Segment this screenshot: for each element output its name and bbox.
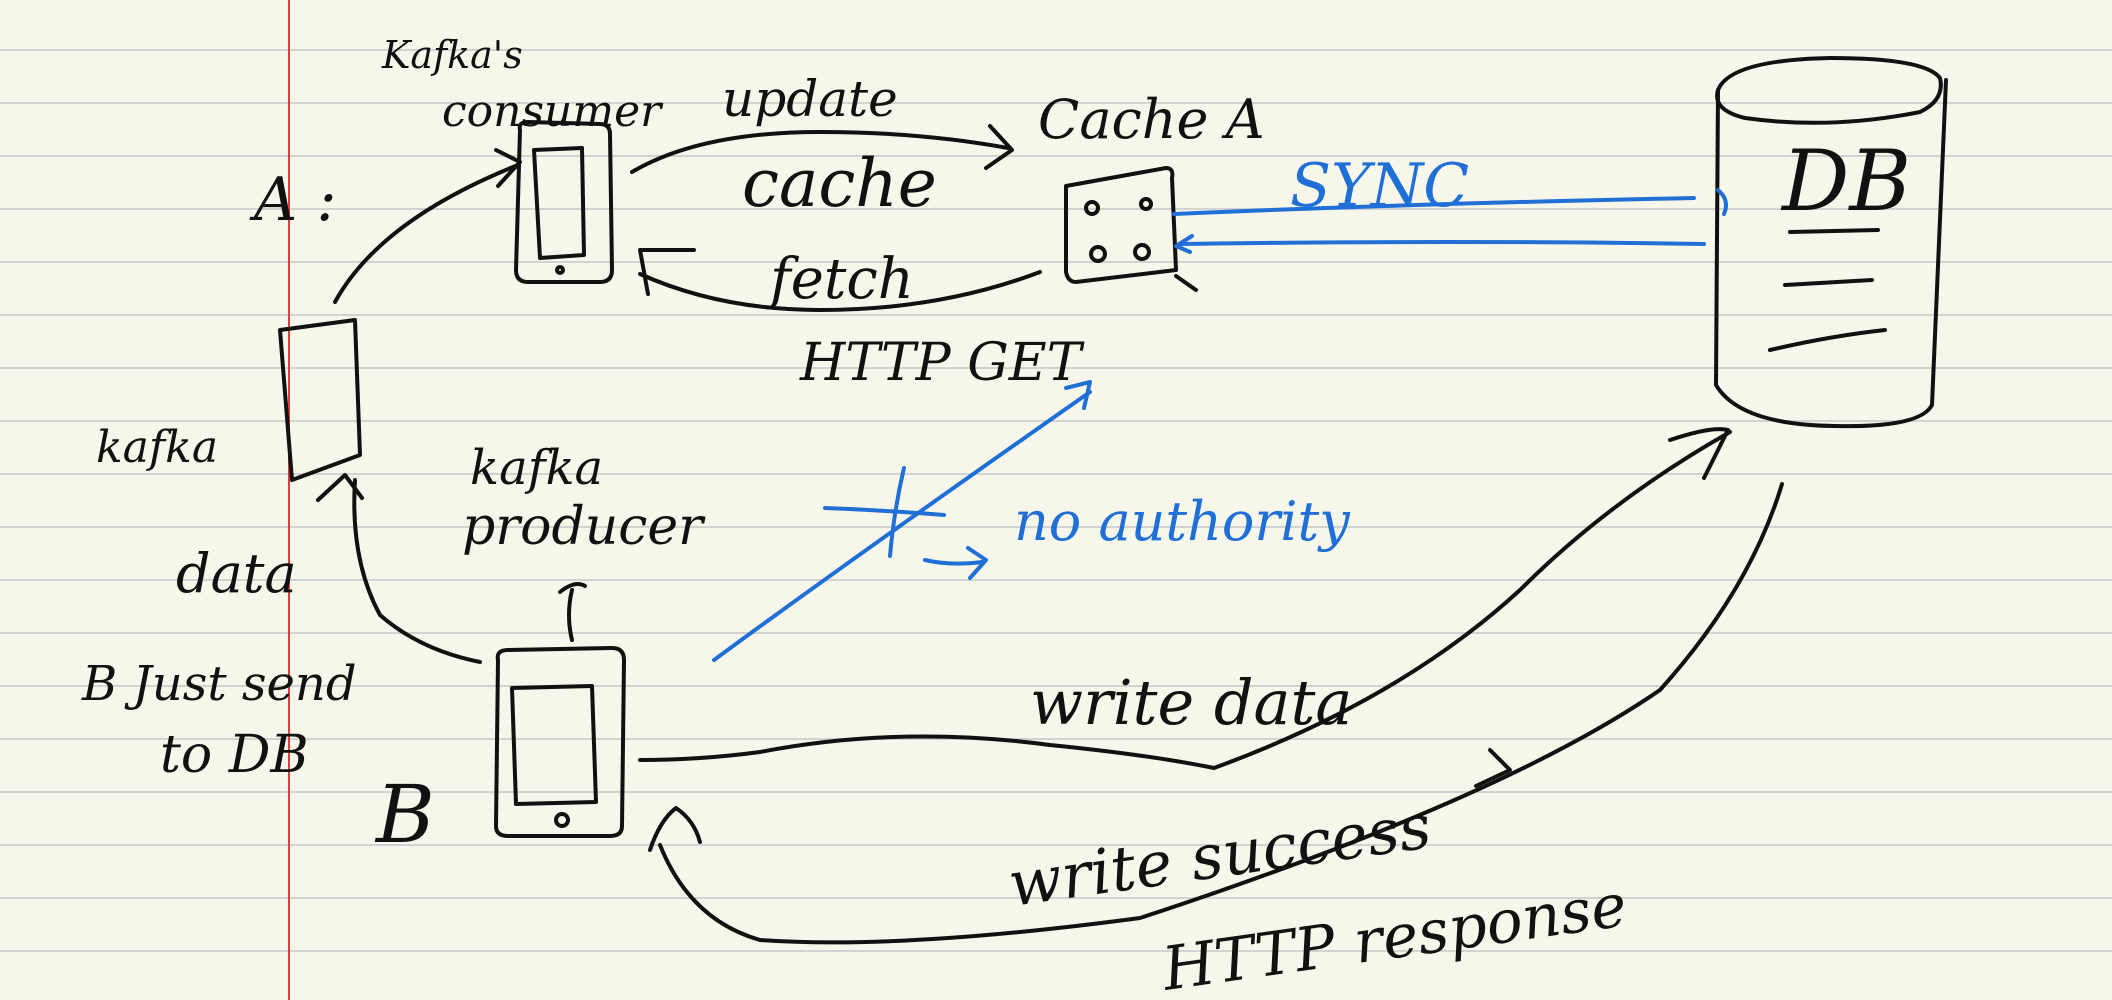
phone-a-icon	[514, 120, 614, 284]
database-cylinder-icon	[1714, 56, 1948, 429]
cache-label: cache	[742, 145, 937, 222]
kafka-producer-label-2: producer	[462, 497, 706, 557]
kafka-producer-label: kafka	[470, 440, 603, 496]
cache-a-label: Cache A	[1038, 88, 1265, 151]
connectors	[316, 124, 1784, 945]
write-data-label: write data	[1030, 666, 1352, 739]
db-label: DB	[1780, 132, 1911, 230]
http-get-label: HTTP GET	[799, 333, 1085, 393]
cache-server-icon	[1064, 166, 1198, 292]
sync-label: SYNC	[1290, 151, 1469, 221]
data-label: data	[176, 542, 297, 605]
to-db-label: to DB	[160, 725, 309, 785]
kafka-consumer-label-2: consumer	[442, 86, 664, 137]
no-authority-label: no authority	[1014, 490, 1351, 553]
ruled-lines	[0, 49, 2112, 952]
kafka-broker-icon	[278, 318, 362, 482]
update-label: update	[722, 70, 898, 128]
a-label: A :	[249, 165, 337, 235]
b-label: B	[374, 768, 435, 861]
phone-b-icon	[494, 582, 626, 838]
fetch-label: fetch	[766, 247, 914, 312]
blue-annotations	[712, 188, 1728, 662]
write-success-label: write success	[1004, 789, 1435, 920]
kafka-label: kafka	[96, 422, 218, 473]
kafka-consumer-label: Kafka's	[381, 33, 523, 77]
b-just-send-label: B Just send	[81, 656, 357, 712]
